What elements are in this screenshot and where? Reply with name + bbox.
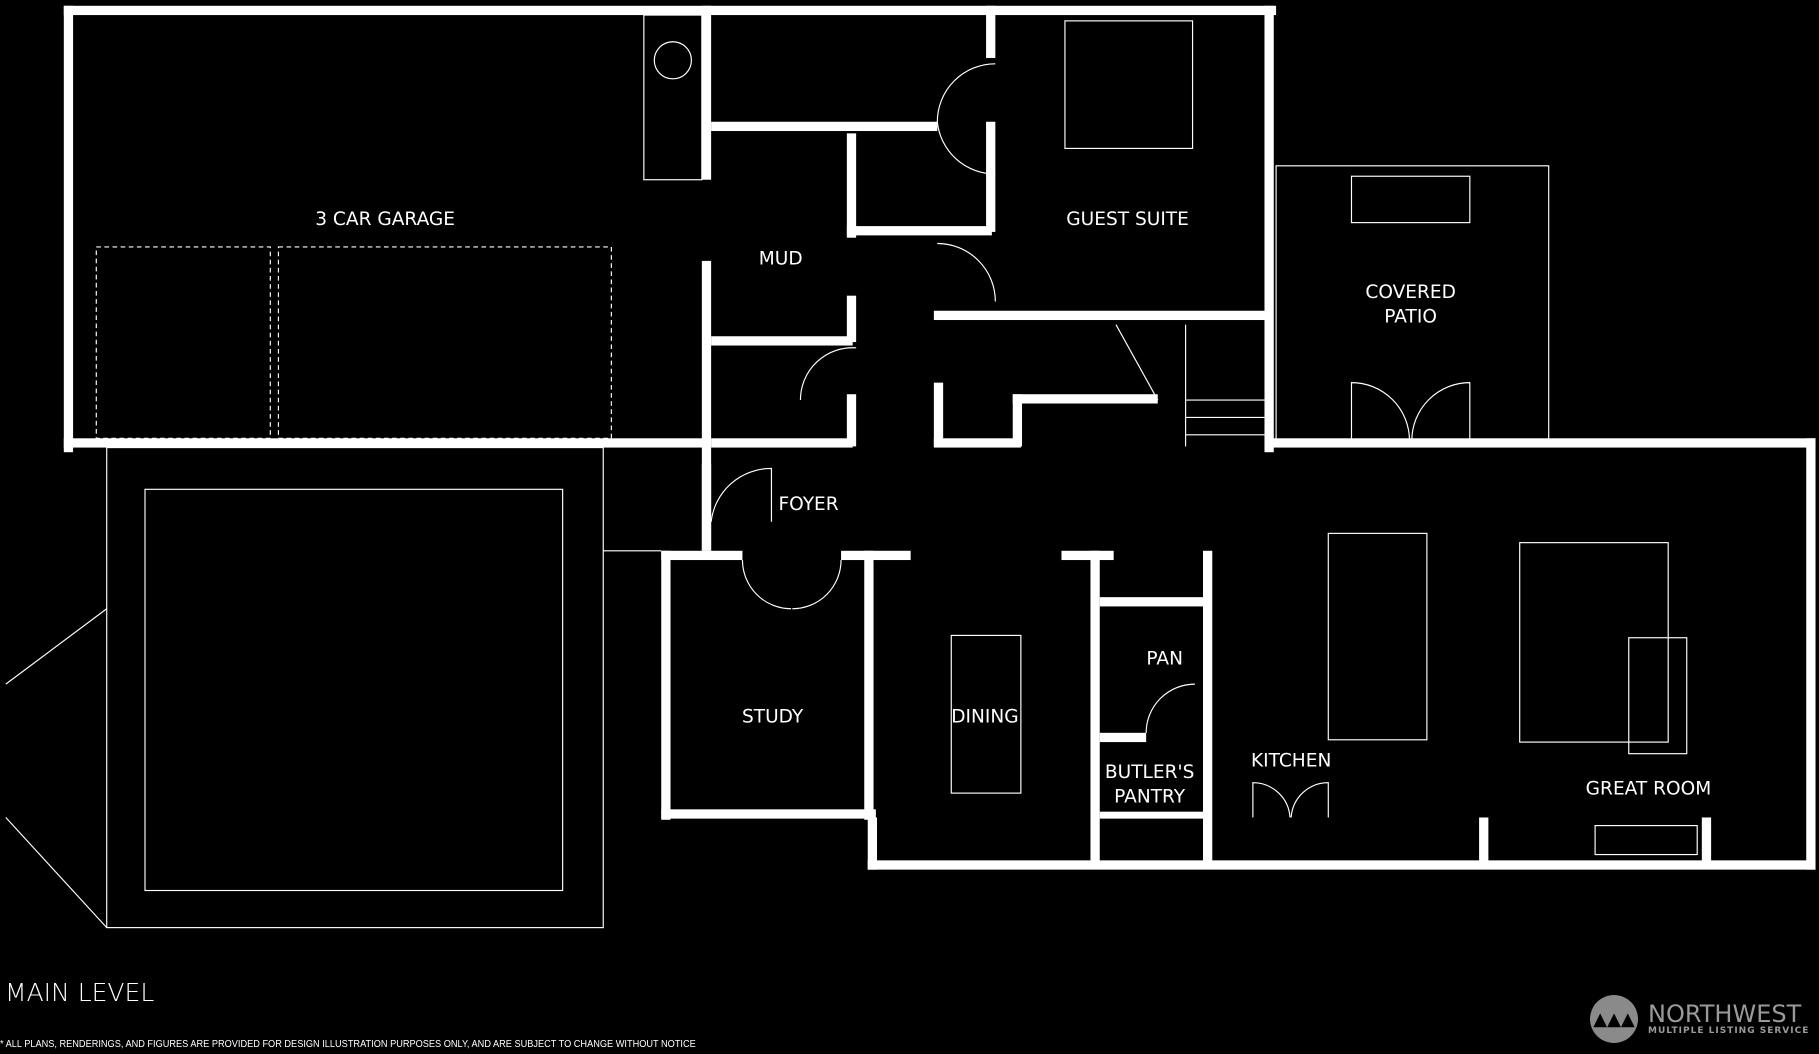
walls [63,5,1816,870]
room-label-kitchen: KITCHEN [1251,750,1331,771]
level-title: MAIN LEVEL [5,978,155,1007]
logo-sub: MULTIPLE LISTING SERVICE [1648,1026,1810,1036]
room-label-guest-suite: GUEST SUITE [1066,209,1189,230]
room-label-butlers-2: PANTRY [1114,786,1186,807]
room-labels: 3 CAR GARAGE GUEST SUITE MUD COVERED PAT… [315,209,1711,807]
logo-name: NORTHWEST [1648,1000,1802,1028]
nwmls-logo: ▲▲▲ NORTHWEST MULTIPLE LISTING SERVICE [1590,995,1809,1043]
room-label-foyer: FOYER [778,494,838,515]
room-label-butlers-1: BUTLER'S [1105,762,1194,783]
room-label-covered-patio-1: COVERED [1365,282,1456,303]
room-label-great-room: GREAT ROOM [1586,778,1712,799]
room-label-dining: DINING [951,706,1018,727]
room-label-mud: MUD [759,248,803,269]
room-label-covered-patio-2: PATIO [1384,306,1437,327]
thin-lines [5,14,1698,929]
room-label-pantry: PAN [1146,648,1183,669]
room-label-study: STUDY [742,706,804,727]
disclaimer-text: * ALL PLANS, RENDERINGS, AND FIGURES ARE… [0,1039,696,1050]
trees-icon: ▲▲▲ [1590,995,1638,1043]
room-label-garage: 3 CAR GARAGE [315,209,455,230]
